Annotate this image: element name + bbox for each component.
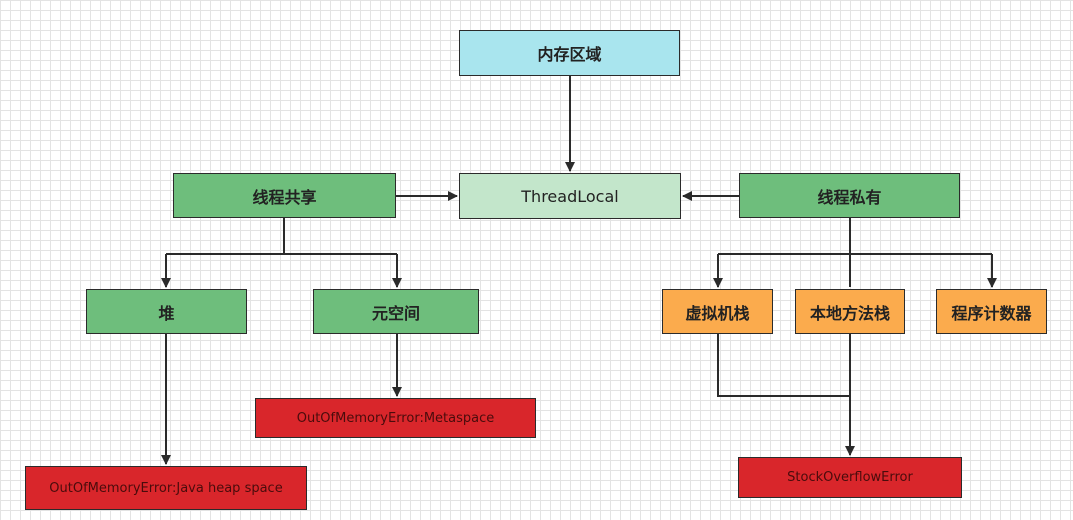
- node-thread-shared: 线程共享: [173, 173, 396, 218]
- node-heap: 堆: [86, 289, 247, 334]
- node-memory-area: 内存区域: [459, 30, 680, 76]
- node-metaspace: 元空间: [313, 289, 479, 334]
- node-oom-metaspace: OutOfMemoryError:Metaspace: [255, 398, 536, 438]
- node-vm-stack: 虚拟机栈: [662, 289, 773, 334]
- node-oom-heap: OutOfMemoryError:Java heap space: [25, 466, 307, 510]
- node-stack-overflow: StockOverflowError: [738, 457, 962, 498]
- node-program-counter: 程序计数器: [936, 289, 1047, 334]
- edge-stacks-to-overflow: [717, 334, 850, 397]
- node-native-method-stack: 本地方法栈: [795, 289, 905, 334]
- node-threadlocal: ThreadLocal: [459, 173, 681, 219]
- node-thread-private: 线程私有: [739, 173, 960, 218]
